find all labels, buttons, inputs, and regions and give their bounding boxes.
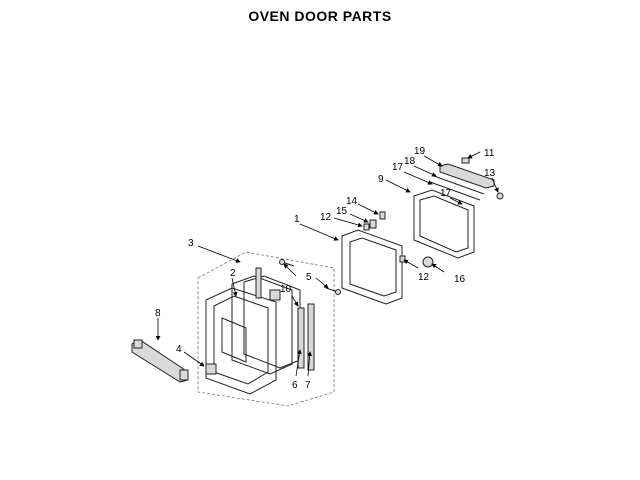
callout-19: 19 bbox=[414, 146, 426, 157]
callout-8: 8 bbox=[155, 308, 161, 319]
callout-16: 16 bbox=[454, 274, 466, 285]
door-handle-part-8 bbox=[131, 339, 189, 383]
callout-17-upper: 17 bbox=[392, 162, 404, 173]
top-trim-assembly bbox=[429, 157, 504, 201]
callout-3: 3 bbox=[188, 238, 194, 249]
callout-17-lower: 17 bbox=[440, 188, 452, 199]
door-assembly-outline bbox=[197, 251, 335, 407]
hinge-left-part-6 bbox=[297, 307, 305, 369]
inner-glass-panel-part-9 bbox=[413, 189, 475, 259]
clip-part-12 bbox=[363, 223, 370, 231]
callout-11: 11 bbox=[484, 148, 495, 159]
bumper-part-16 bbox=[422, 256, 434, 268]
callout-1: 1 bbox=[294, 214, 300, 225]
inner-door-frame-part-1 bbox=[341, 229, 403, 305]
fastener-part-14 bbox=[379, 211, 386, 220]
callout-13: 13 bbox=[484, 168, 496, 179]
outer-door-panel bbox=[205, 287, 277, 395]
callout-2: 2 bbox=[230, 268, 236, 279]
screws-part-5 bbox=[279, 259, 341, 295]
callout-10: 10 bbox=[280, 284, 292, 295]
diagram-title: OVEN DOOR PARTS bbox=[248, 8, 392, 24]
handle-bracket-part-4 bbox=[205, 363, 217, 375]
callout-7: 7 bbox=[305, 380, 311, 391]
clip-part-15 bbox=[369, 219, 377, 229]
callout-18: 18 bbox=[404, 156, 416, 167]
leader-lines bbox=[155, 151, 499, 377]
callout-15: 15 bbox=[336, 206, 348, 217]
callout-12-upper: 12 bbox=[320, 212, 332, 223]
clip-part-12b bbox=[399, 255, 406, 263]
callout-9: 9 bbox=[378, 174, 384, 185]
hinge-right-part-7 bbox=[307, 303, 315, 371]
spacer-block bbox=[269, 289, 281, 301]
callout-6: 6 bbox=[292, 380, 298, 391]
door-side-bracket bbox=[255, 267, 262, 299]
callout-5: 5 bbox=[306, 272, 312, 283]
callout-4: 4 bbox=[176, 344, 182, 355]
callout-14: 14 bbox=[346, 196, 358, 207]
callout-12-lower: 12 bbox=[418, 272, 430, 283]
